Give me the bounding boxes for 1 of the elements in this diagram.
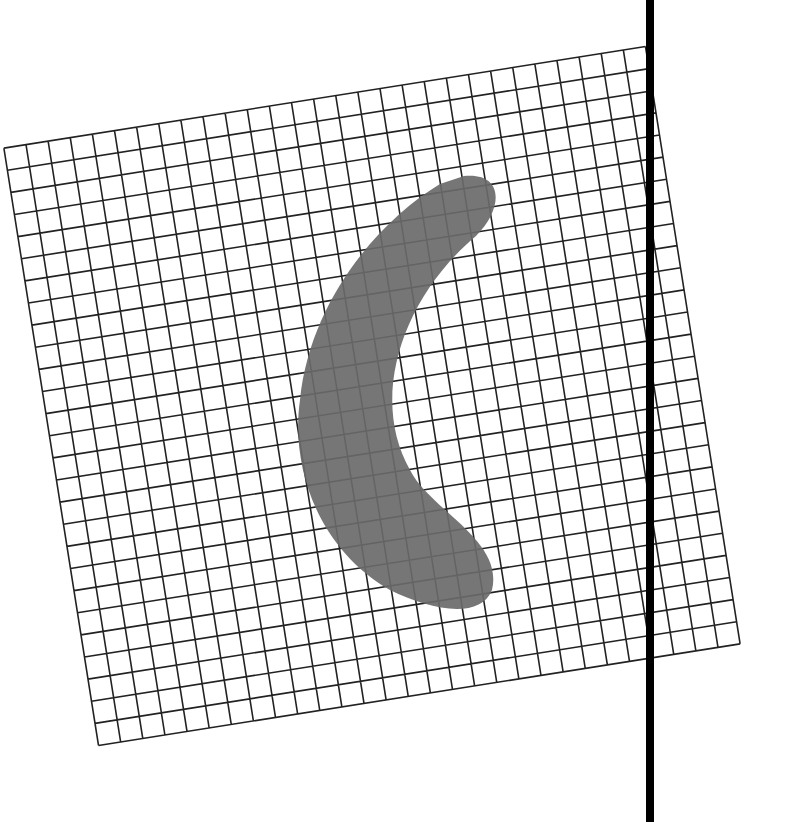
crescent-shape bbox=[298, 175, 496, 609]
